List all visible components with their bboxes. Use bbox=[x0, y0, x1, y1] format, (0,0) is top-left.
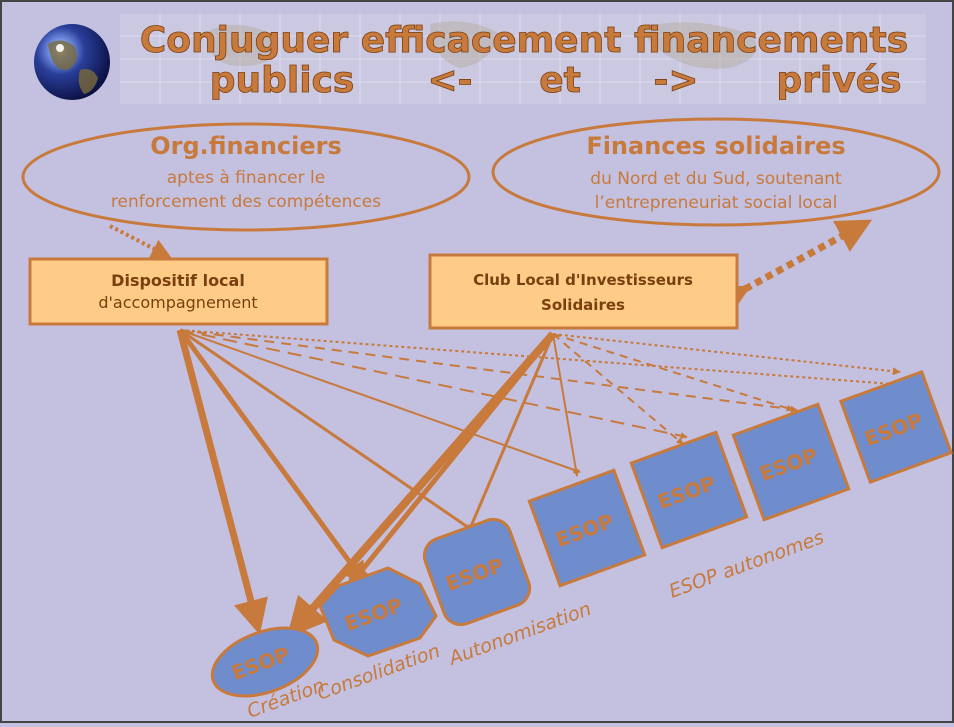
title-arrow-right: -> bbox=[653, 60, 698, 101]
esop-autonome-2: ESOP bbox=[629, 430, 749, 550]
title-word-publics: publics bbox=[210, 60, 355, 101]
arrows-from-dispositif bbox=[176, 328, 906, 635]
esop-autonome-1: ESOP bbox=[527, 468, 647, 588]
connector-org-to-dispositif bbox=[109, 224, 172, 258]
title-line-2: publics <- et -> privés bbox=[209, 60, 902, 102]
dispositif-line1: Dispositif local bbox=[111, 271, 245, 290]
esop-autonome-4: ESOP bbox=[838, 369, 954, 485]
club-box: Club Local d'Investisseurs Solidaires bbox=[428, 253, 739, 330]
esop-autonome-3: ESOP bbox=[731, 402, 851, 522]
club-line2: Solidaires bbox=[541, 296, 625, 314]
title-word-et: et bbox=[539, 60, 581, 101]
org-financiers-ellipse: Org.financiers aptes à financer le renfo… bbox=[21, 122, 471, 232]
title-line-1: Conjuguer efficacement financements bbox=[140, 20, 908, 61]
org-financiers-line1: aptes à financer le bbox=[167, 168, 325, 188]
dispositif-line2: d'accompagnement bbox=[98, 293, 257, 312]
title-banner bbox=[120, 14, 926, 104]
esop-consolidation: ESOP bbox=[318, 566, 438, 658]
org-financiers-line2: renforcement des compétences bbox=[111, 192, 381, 212]
finances-solidaires-line1: du Nord et du Sud, soutenant bbox=[590, 169, 842, 189]
globe-icon bbox=[34, 24, 110, 100]
title-word-prives: privés bbox=[776, 60, 901, 101]
finances-solidaires-ellipse: Finances solidaires du Nord et du Sud, s… bbox=[491, 117, 941, 227]
arrows-from-club bbox=[286, 331, 901, 639]
finances-solidaires-line2: l’entrepreneuriat social local bbox=[595, 193, 838, 213]
club-line1: Club Local d'Investisseurs bbox=[473, 271, 693, 289]
esop-creation: ESOP bbox=[210, 626, 320, 698]
finances-solidaires-title: Finances solidaires bbox=[586, 132, 845, 160]
org-financiers-title: Org.financiers bbox=[150, 132, 342, 160]
connector-club-to-finances bbox=[712, 219, 873, 318]
esop-autonomisation: ESOP bbox=[422, 517, 532, 627]
dispositif-box: Dispositif local d'accompagnement bbox=[28, 257, 329, 326]
title-arrow-left: <- bbox=[427, 60, 472, 101]
